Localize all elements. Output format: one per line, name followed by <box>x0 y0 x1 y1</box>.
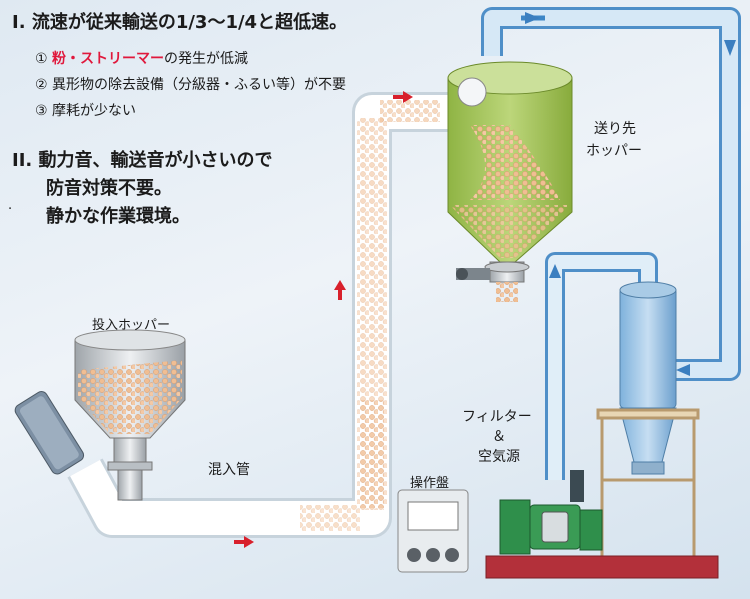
point-2-line-2: 防音対策不要。 <box>46 178 172 199</box>
circle-number-1: ① <box>35 51 48 67</box>
input-hopper-label: 投入ホッパー <box>92 318 171 333</box>
control-panel-label: 操作盤 <box>410 476 450 491</box>
circle-number-3: ③ <box>35 103 48 119</box>
point-1-number: I. <box>12 12 26 33</box>
point-2-line-1: 動力音、輸送音が小さいので <box>38 150 273 171</box>
sub-point-3: ③ 摩耗が少ない <box>35 100 136 120</box>
circle-number-2: ② <box>35 77 48 93</box>
blue-flow-arrow-up <box>549 264 561 278</box>
stray-dot: . <box>8 198 13 213</box>
mixing-pipe-label: 混入管 <box>208 462 250 478</box>
point-1-text: 流速が従来輸送の1/3〜1/4と超低速。 <box>31 12 348 33</box>
filter-unit <box>596 281 700 560</box>
intake-filter <box>14 391 85 475</box>
conveying-pipe <box>67 92 470 538</box>
dust-streamer-highlight: 粉・ストリーマー <box>52 51 165 67</box>
red-flow-arrow-up <box>334 280 346 300</box>
sub-point-1: ① 粉・ストリーマーの発生が低減 <box>35 48 248 68</box>
sub-point-2: ② 異形物の除去設備（分級器・ふるい等）が不要 <box>35 74 346 94</box>
red-flow-arrow-bottom <box>234 536 254 548</box>
sub-point-1-text: の発生が低減 <box>164 51 249 67</box>
destination-hopper-label-1: 送り先 <box>594 121 636 137</box>
control-panel <box>397 489 469 573</box>
blue-flow-arrow-return <box>676 364 690 376</box>
destination-hopper <box>447 61 573 302</box>
point-2-number: II. <box>12 150 33 171</box>
input-hopper <box>74 329 186 501</box>
point-1: I. 流速が従来輸送の1/3〜1/4と超低速。 <box>12 8 347 34</box>
red-flow-arrow-top <box>393 91 413 103</box>
suction-pipe <box>545 252 658 480</box>
destination-hopper-label-2: ホッパー <box>586 143 642 159</box>
blue-flow-arrow-right <box>724 40 736 56</box>
filter-label-1: フィルター <box>462 409 532 425</box>
point-2: II. 動力音、輸送音が小さいので <box>12 146 273 172</box>
blower <box>485 470 719 579</box>
sub-point-2-text: 異形物の除去設備（分級器・ふるい等）が不要 <box>52 77 347 93</box>
filter-label-3: 空気源 <box>478 449 520 465</box>
blue-flow-arrow-top <box>525 12 540 24</box>
sub-point-3-text: 摩耗が少ない <box>52 103 137 119</box>
filter-label-2: ＆ <box>492 429 506 445</box>
point-2-line-3: 静かな作業環境。 <box>46 206 190 227</box>
